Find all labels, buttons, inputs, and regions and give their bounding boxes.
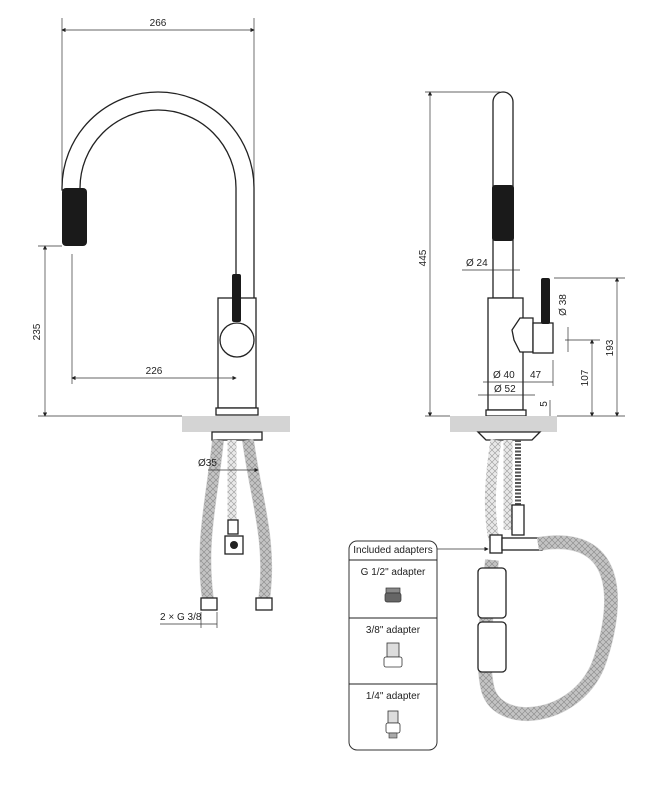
total-height-label: 445 — [418, 249, 429, 266]
hole-diameter-label: Ø35 — [198, 458, 217, 469]
hose-nut-left — [200, 597, 218, 611]
height-dimension-label: 235 — [32, 323, 43, 340]
handle-lever — [232, 274, 241, 322]
handle-height-label: 193 — [605, 339, 616, 356]
base-diameter-label: Ø 52 — [494, 384, 516, 395]
hose-weight-upper — [477, 567, 507, 619]
lever-depth-label: 47 — [530, 370, 542, 381]
handle-lever — [541, 278, 550, 324]
spout-arc — [61, 91, 255, 301]
connection-thread-label: 2 × G 3/8 — [160, 612, 202, 623]
width-dimension-label: 266 — [150, 18, 167, 29]
adapter-connection — [489, 534, 503, 554]
spray-head-grip — [492, 185, 514, 241]
handle-diameter-label: Ø 38 — [558, 294, 569, 316]
adapters-title: Included adapters — [353, 545, 433, 556]
side-view: 445 Ø 24 Ø 38 193 107 Ø 40 47 Ø 52 5 — [418, 91, 625, 721]
included-adapters-panel: Included adapters G 1/2" adapter 3/8" ad… — [348, 540, 438, 751]
quarter-adapter-icon — [385, 710, 401, 739]
base-plate — [215, 407, 259, 416]
body-diameter-label: Ø 40 — [493, 370, 515, 381]
hose-nut-right — [255, 597, 273, 611]
three-eighths-adapter-icon — [383, 642, 403, 668]
adapter-label: 1/4" adapter — [366, 691, 421, 702]
spray-head-grip — [62, 188, 87, 246]
lever-height-label: 107 — [580, 369, 591, 386]
mounting-plate — [211, 431, 263, 441]
base-plate — [485, 409, 527, 417]
hose-weight-lower — [477, 621, 507, 673]
spout-diameter-label: Ø 24 — [466, 258, 488, 269]
base-thickness-label: 5 — [539, 401, 550, 407]
adapter-label: 3/8" adapter — [366, 625, 421, 636]
front-view: 266 235 226 Ø35 — [32, 18, 290, 628]
countertop — [450, 416, 557, 432]
pullout-connector — [511, 504, 525, 536]
handle-lever-box — [532, 322, 554, 354]
g-half-adapter-icon — [384, 587, 402, 603]
countertop — [182, 416, 290, 432]
reach-dimension-label: 226 — [146, 366, 163, 377]
handle-hub — [219, 322, 255, 358]
adapter-label: G 1/2" adapter — [361, 567, 426, 578]
